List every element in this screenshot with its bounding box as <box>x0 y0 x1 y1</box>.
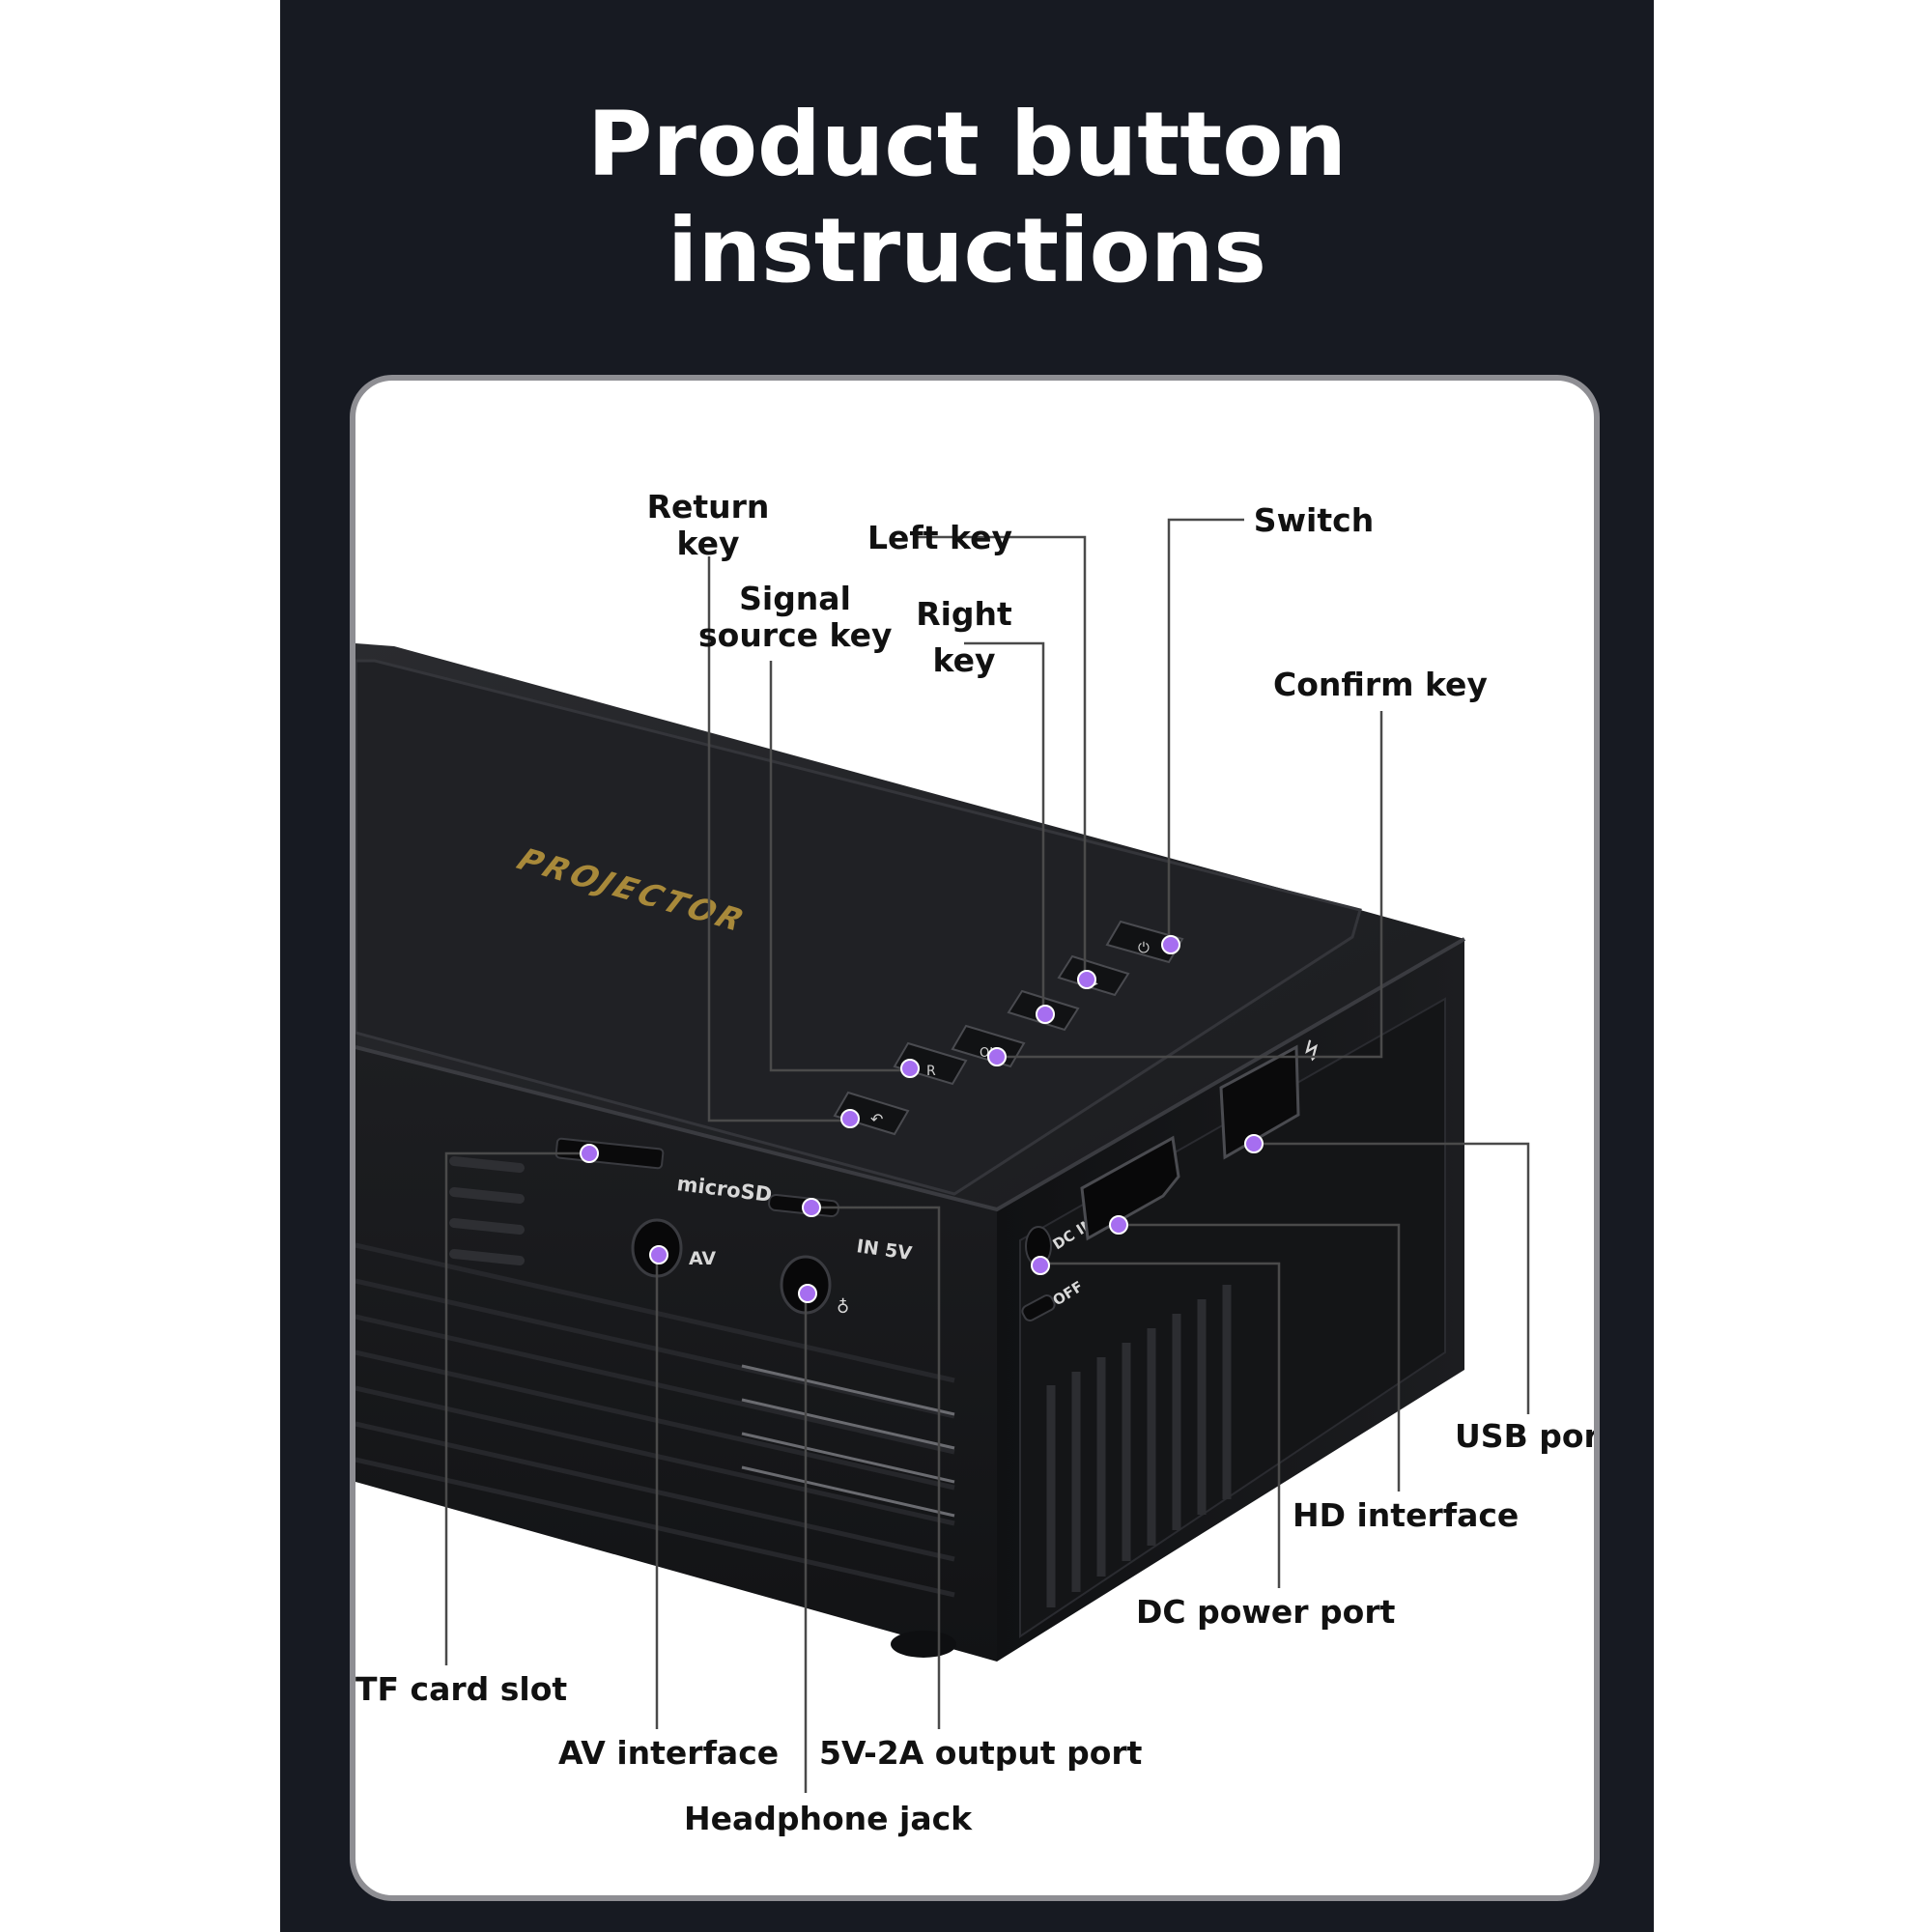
marker-return-key <box>840 1109 860 1128</box>
return-icon: ↶ <box>870 1110 883 1128</box>
usb-a-port[interactable] <box>1219 1044 1300 1160</box>
label-signal-source-key: Signal source key <box>698 580 893 654</box>
label-right-key: Right key <box>916 595 1012 679</box>
leader-signal-source-key <box>769 661 908 1072</box>
marker-tf-card-slot <box>580 1144 599 1163</box>
leader-right-key <box>964 641 1045 1014</box>
front-grill <box>449 1156 525 1265</box>
leader-lines <box>444 518 1530 1793</box>
leader-hd-interface <box>1117 1223 1401 1492</box>
front-vents <box>355 1242 955 1598</box>
marker-switch <box>1161 935 1180 954</box>
projector-foot <box>891 1631 956 1658</box>
label-output-port: 5V-2A output port <box>819 1734 1143 1772</box>
label-headphone-jack: Headphone jack <box>684 1800 973 1837</box>
marker-usb-port <box>1244 1134 1264 1153</box>
projector-diagram: PROJECTOR ↶ R OK ◀ ▶ <box>355 518 1530 1793</box>
power-switch-button[interactable]: ⏻ <box>1105 920 1184 964</box>
leader-switch <box>1167 518 1244 945</box>
marker-hd-interface <box>1109 1215 1128 1235</box>
leader-confirm-key <box>995 711 1383 1059</box>
marker-av-interface <box>649 1245 668 1264</box>
leader-left-key <box>916 535 1087 980</box>
hdmi-port[interactable] <box>1080 1135 1180 1241</box>
label-usb-port: USB port <box>1455 1417 1600 1455</box>
projector-edge-highlight <box>355 937 1466 1212</box>
label-confirm-key: Confirm key <box>1273 666 1488 703</box>
projector-body <box>355 643 1466 1662</box>
page-title: Product button instructions <box>587 93 1347 303</box>
leader-usb-port <box>1252 1142 1530 1414</box>
label-left-key: Left key <box>867 519 1012 556</box>
label-av-interface: AV interface <box>558 1734 780 1772</box>
marker-dc-power-port <box>1031 1256 1050 1275</box>
source-icon: R <box>926 1064 936 1079</box>
diagram-card: PROJECTOR ↶ R OK ◀ ▶ <box>350 375 1600 1901</box>
leader-output-port <box>810 1206 941 1729</box>
marker-headphone-jack <box>798 1284 817 1303</box>
label-return-key: Return key <box>646 488 770 562</box>
projector-top-plate <box>355 659 1362 1196</box>
label-dc-power-port: DC power port <box>1136 1593 1396 1631</box>
av-marking: AV <box>689 1248 716 1269</box>
leader-return-key <box>707 556 848 1122</box>
marker-signal-source-key <box>900 1059 920 1078</box>
marker-left-key <box>1077 970 1096 989</box>
tf-card-slot[interactable] <box>554 1137 665 1170</box>
front-ports: microSD IN 5V AV ♁ <box>554 1137 914 1318</box>
front-vent-highlights <box>741 1364 955 1518</box>
power-slide-switch[interactable] <box>1020 1293 1057 1322</box>
signal-source-button[interactable]: R <box>893 1041 968 1086</box>
leader-dc-power-port <box>1038 1262 1281 1588</box>
label-tf-card-slot: TF card slot <box>355 1670 568 1708</box>
callout-markers <box>580 935 1264 1303</box>
marker-right-key <box>1036 1005 1055 1024</box>
headphone-marking-icon: ♁ <box>837 1297 849 1318</box>
leader-tf-card-slot <box>444 1151 587 1665</box>
marker-confirm-key <box>987 1047 1007 1066</box>
label-switch: Switch <box>1253 501 1375 539</box>
label-hd-interface: HD interface <box>1293 1496 1520 1534</box>
return-button[interactable]: ↶ <box>833 1091 910 1136</box>
side-vents <box>1046 1285 1232 1607</box>
marker-output-port <box>802 1198 821 1217</box>
power-icon: ⏻ <box>1138 939 1150 956</box>
